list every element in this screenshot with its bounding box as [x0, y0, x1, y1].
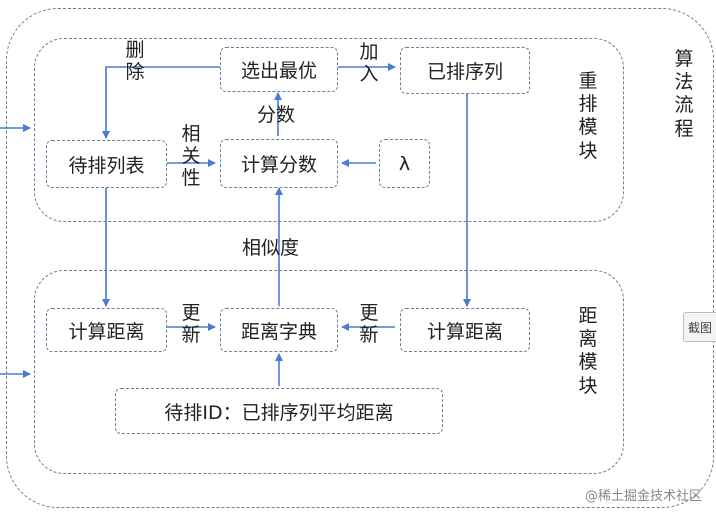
compute-score-node: 计算分数: [220, 139, 338, 188]
select-best-node: 选出最优: [220, 47, 338, 92]
distance-dict-node: 距离字典: [220, 308, 338, 352]
sorted-list-node: 已排序列: [400, 47, 530, 94]
algorithm-flow-title: 算法流程: [674, 48, 694, 140]
watermark: @稀土掘金技术社区: [584, 489, 702, 504]
screenshot-button[interactable]: 截图: [683, 312, 716, 342]
id-avg-distance-node: 待排ID：已排序列平均距离: [115, 388, 443, 434]
rerank-module-frame: [34, 38, 624, 222]
relevance-label: 相关性: [181, 123, 201, 189]
score-label: 分数: [257, 104, 296, 126]
algorithm-flow-frame: [6, 8, 714, 508]
rerank-module-title: 重排模块: [578, 70, 598, 162]
delete-label: 删除: [125, 39, 145, 83]
distance-module-title: 距离模块: [578, 305, 598, 397]
update-right-label: 更新: [359, 302, 379, 346]
similarity-label: 相似度: [242, 237, 300, 259]
lambda-node: λ: [379, 139, 430, 188]
update-left-label: 更新: [181, 302, 201, 346]
to-rank-list-node: 待排列表: [46, 140, 167, 188]
compute-distance-left-node: 计算距离: [46, 308, 167, 352]
distance-module-frame: [34, 270, 624, 474]
add-label: 加入: [359, 41, 379, 85]
delete-arrow: [102, 66, 220, 139]
compute-distance-right-node: 计算距离: [400, 308, 530, 352]
